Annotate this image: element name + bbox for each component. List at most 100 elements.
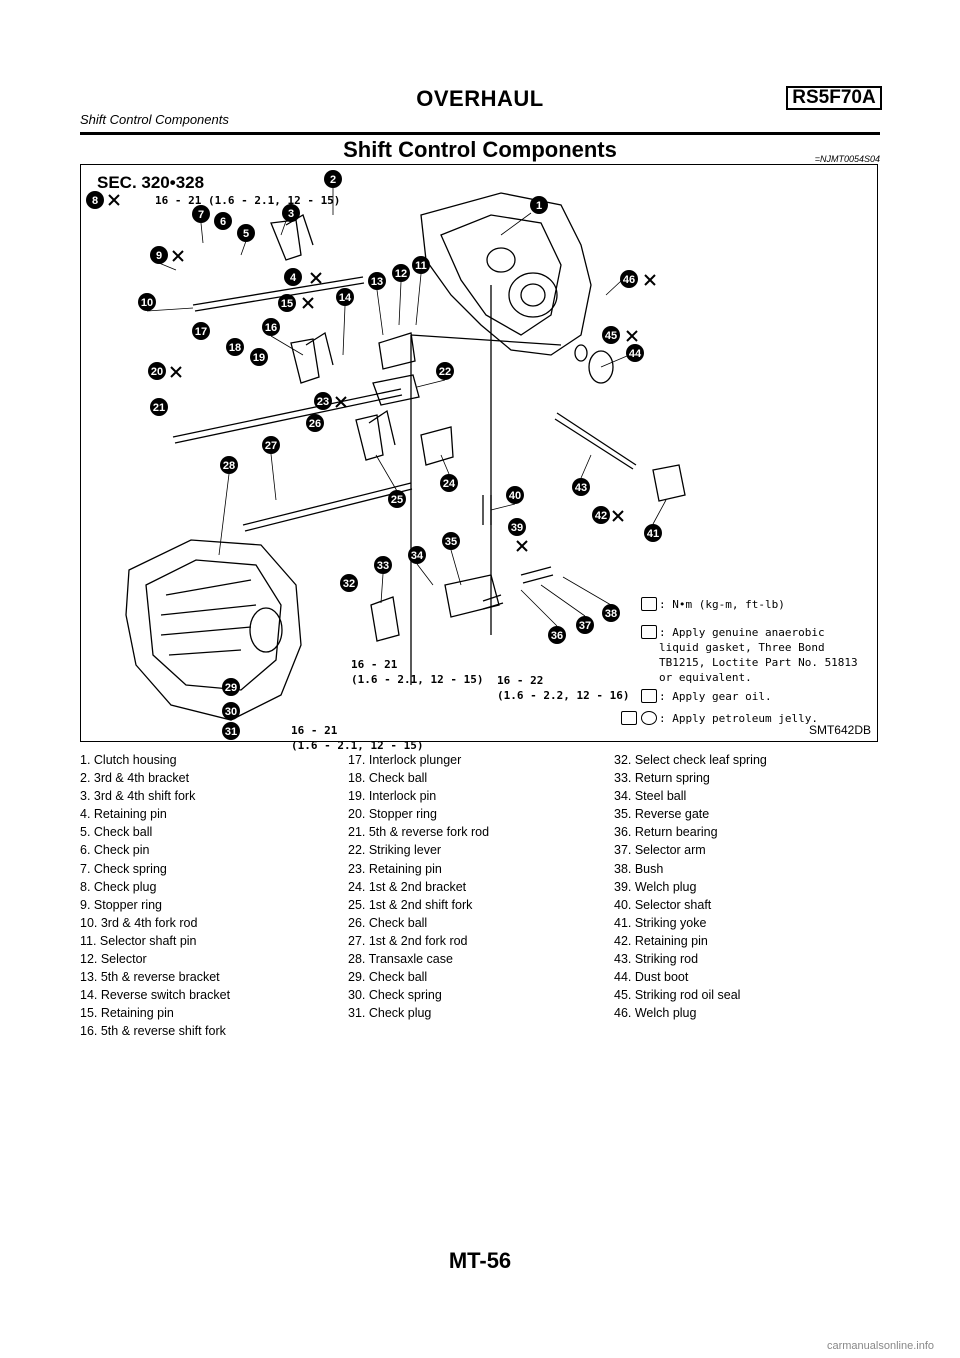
list-item: 14. Reverse switch bracket [80, 988, 231, 1003]
list-item: 10. 3rd & 4th fork rod [80, 915, 198, 930]
list-item: 8. Check plug [80, 879, 157, 894]
list-item: 22. Striking lever [348, 843, 442, 858]
list-item: 44. Dust boot [614, 970, 689, 985]
callout-25: 25 [391, 494, 403, 506]
list-item: 9. Stopper ring [80, 897, 162, 912]
diagram-drawing: 1 2 3 4 5 6 7 8 9 10 11 12 13 14 15 16 1… [86, 170, 686, 740]
callout-9: 9 [156, 250, 162, 262]
callout-33: 33 [377, 560, 389, 572]
page-number: MT-56 [448, 1248, 512, 1273]
torque-label-plug-31: 16 - 21 (1.6 - 2.1, 12 - 15) [291, 724, 424, 752]
callout-18: 18 [229, 342, 241, 354]
list-item: 7. Check spring [80, 861, 167, 876]
list-item: 11. Selector shaft pin [80, 933, 197, 948]
oil-can-icon [641, 689, 657, 703]
transaxle-case-drawing [125, 539, 302, 721]
replace-icons [108, 194, 656, 552]
callout-27: 27 [265, 440, 277, 452]
callout-15: 15 [281, 298, 293, 310]
callout-11: 11 [415, 260, 427, 272]
callout-4: 4 [290, 272, 297, 284]
selector-shaft [482, 495, 492, 525]
list-item: 17. Interlock plunger [348, 753, 462, 767]
list-item: 39. Welch plug [614, 879, 697, 894]
list-item: 12. Selector [80, 952, 147, 967]
striking-lever [372, 374, 420, 406]
callout-5: 5 [243, 228, 249, 240]
shift-fork-16 [290, 331, 334, 384]
callout-26: 26 [309, 418, 321, 430]
callout-3: 3 [288, 208, 294, 220]
list-item: 36. Return bearing [614, 825, 718, 840]
callout-6: 6 [220, 216, 226, 228]
callout-38: 38 [605, 608, 617, 620]
clutch-housing-drawing [420, 192, 592, 356]
list-item: 25. 1st & 2nd shift fork [348, 897, 473, 912]
callout-46: 46 [623, 274, 635, 286]
callout-23: 23 [317, 396, 329, 408]
callout-28: 28 [223, 460, 235, 472]
parts-list-col2: 17. Interlock plunger 18. Check ball 19.… [348, 751, 489, 1022]
callout-31: 31 [225, 726, 237, 738]
list-item: 34. Steel ball [614, 789, 687, 804]
list-item: 23. Retaining pin [348, 861, 442, 876]
leaf-spring [370, 596, 400, 642]
callout-20: 20 [151, 366, 163, 378]
list-item: 30. Check spring [348, 988, 442, 1003]
shift-fork-25 [355, 409, 396, 461]
reverse-gate [444, 574, 500, 618]
figure-id: SMT642DB [808, 723, 871, 737]
callout-1: 1 [536, 200, 542, 212]
bracket-13 [378, 332, 416, 370]
list-item: 13. 5th & reverse bracket [80, 970, 220, 985]
list-item: 18. Check ball [348, 771, 428, 786]
header-title: OVERHAUL [416, 86, 544, 111]
callout-12: 12 [395, 268, 407, 280]
list-item: 15. Retaining pin [80, 1006, 174, 1021]
torque-label-select: 16 - 21 (1.6 - 2.1, 12 - 15) [351, 658, 484, 686]
list-item: 35. Reverse gate [614, 807, 710, 822]
striking-yoke [652, 464, 686, 502]
list-item: 45. Striking rod oil seal [614, 988, 741, 1003]
list-item: 2. 3rd & 4th bracket [80, 771, 190, 786]
callout-43: 43 [575, 482, 587, 494]
callout-7: 7 [198, 209, 204, 221]
list-item: 43. Striking rod [614, 952, 699, 967]
callout-2: 2 [330, 174, 336, 186]
callout-8: 8 [92, 195, 98, 207]
list-item: 21. 5th & reverse fork rod [348, 825, 490, 840]
list-item: 6. Check pin [80, 843, 150, 858]
list-item: 32. Select check leaf spring [614, 753, 767, 767]
list-item: 5. Check ball [80, 825, 153, 840]
list-item: 31. Check plug [348, 1006, 432, 1021]
petroleum-jelly-icon [621, 711, 637, 725]
callout-21: 21 [153, 402, 165, 414]
list-item: 40. Selector shaft [614, 897, 712, 912]
torque-label-bush: 16 - 22 (1.6 - 2.2, 12 - 16) [497, 674, 630, 702]
list-item: 33. Return spring [614, 771, 710, 786]
callout-44: 44 [629, 348, 642, 360]
callout-16: 16 [265, 322, 277, 334]
list-item: 41. Striking yoke [614, 915, 707, 930]
list-item: 46. Welch plug [614, 1006, 697, 1021]
list-item: 29. Check ball [348, 970, 428, 985]
callout-32: 32 [343, 578, 355, 590]
petroleum-jelly-p-icon [641, 711, 657, 725]
section-title: Shift Control Components [343, 137, 617, 162]
list-item: 27. 1st & 2nd fork rod [348, 933, 468, 948]
dust-boot [588, 350, 614, 384]
list-item: 38. Bush [614, 861, 664, 876]
list-item: 3. 3rd & 4th shift fork [80, 789, 196, 804]
callout-41: 41 [647, 528, 659, 540]
callout-13: 13 [371, 276, 383, 288]
callout-14: 14 [339, 292, 352, 304]
list-item: 26. Check ball [348, 915, 428, 930]
fork-rod-10 [192, 276, 365, 312]
torque-label-plug-8: 16 - 21 (1.6 - 2.1, 12 - 15) [155, 194, 341, 207]
callout-45: 45 [605, 330, 617, 342]
callout-37: 37 [579, 620, 591, 632]
list-item: 24. 1st & 2nd bracket [348, 879, 467, 894]
sealant-icon [641, 625, 657, 639]
torque-wrench-icon [641, 597, 657, 611]
parts-list-col3: 32. Select check leaf spring 33. Return … [614, 751, 767, 1022]
